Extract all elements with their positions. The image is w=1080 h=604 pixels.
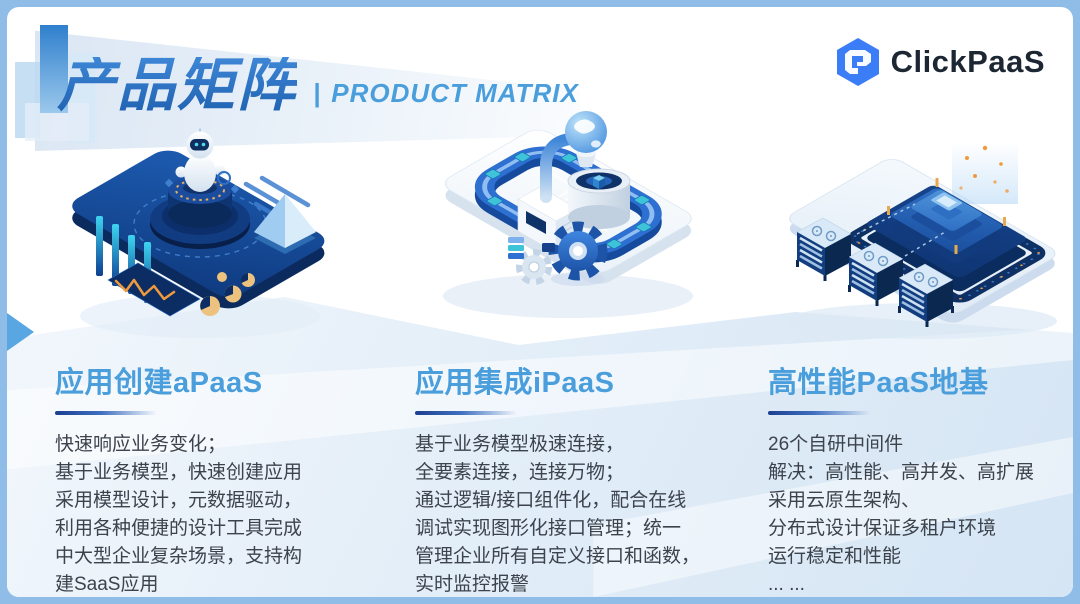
server-foundation-illustration xyxy=(787,142,1057,339)
body-line: 基于业务模型，快速创建应用 xyxy=(55,461,303,483)
brand-logo: ClickPaaS xyxy=(835,37,1045,87)
column-body: 基于业务模型极速连接， 全要素连接，连接万物； 通过逻辑/接口组件化，配合在线 … xyxy=(415,431,760,597)
column-body: 26个自研中间件 解决：高性能、高并发、高扩展 采用云原生架构、 分布式设计保证… xyxy=(768,431,1073,597)
body-line: 管理企业所有自定义接口和函数， xyxy=(415,545,701,567)
body-line: 调试实现图形化接口管理；统一 xyxy=(415,517,682,539)
page-header: 产品矩阵 | PRODUCT MATRIX xyxy=(57,29,579,119)
heading-underline xyxy=(55,410,157,415)
page-subtitle-text: PRODUCT MATRIX xyxy=(331,78,579,108)
clickpaas-hexagon-icon xyxy=(836,38,879,86)
body-line: 分布式设计保证多租户环境 xyxy=(768,517,997,539)
body-line: 采用云原生架构、 xyxy=(768,489,921,511)
body-line: 利用各种便捷的设计工具完成 xyxy=(55,517,303,539)
column-paas-foundation: 高性能PaaS地基 26个自研中间件 解决：高性能、高并发、高扩展 采用云原生架… xyxy=(768,366,1073,597)
body-line: 建SaaS应用 xyxy=(55,573,159,595)
body-line: 通过逻辑/接口组件化，配合在线 xyxy=(415,489,687,511)
body-line: 基于业务模型极速连接， xyxy=(415,433,625,455)
integration-pipeline-illustration xyxy=(443,111,693,318)
body-line: 26个自研中间件 xyxy=(768,433,904,455)
column-heading: 应用集成iPaaS xyxy=(415,367,615,399)
column-body: 快速响应业务变化； 基于业务模型，快速创建应用 采用模型设计，元数据驱动， 利用… xyxy=(55,431,385,597)
column-apaas: 应用创建aPaaS 快速响应业务变化； 基于业务模型，快速创建应用 采用模型设计… xyxy=(55,366,385,597)
body-line: 全要素连接，连接万物； xyxy=(415,461,625,483)
column-heading: 高性能PaaS地基 xyxy=(768,367,989,399)
robot-dashboard-illustration xyxy=(72,128,325,338)
body-line: 实时监控报警 xyxy=(415,573,530,595)
body-line: ... ... xyxy=(768,573,805,595)
page-title: 产品矩阵 xyxy=(57,53,298,118)
heading-underline xyxy=(768,410,870,415)
title-divider: | xyxy=(313,78,322,108)
heading-underline xyxy=(415,410,517,415)
bg-deco-bar xyxy=(40,25,68,113)
column-heading: 应用创建aPaaS xyxy=(55,367,263,399)
body-line: 中大型企业复杂场景，支持构 xyxy=(55,545,303,567)
body-line: 运行稳定和性能 xyxy=(768,545,902,567)
column-ipaas: 应用集成iPaaS 基于业务模型极速连接， 全要素连接，连接万物； 通过逻辑/接… xyxy=(415,366,760,597)
body-line: 快速响应业务变化； xyxy=(55,433,227,455)
body-line: 采用模型设计，元数据驱动， xyxy=(55,489,303,511)
slide-canvas: 产品矩阵 | PRODUCT MATRIX ClickPaaS xyxy=(7,7,1073,597)
page-subtitle: | PRODUCT MATRIX xyxy=(313,78,579,119)
body-line: 解决：高性能、高并发、高扩展 xyxy=(768,461,1035,483)
brand-name: ClickPaaS xyxy=(890,44,1045,79)
